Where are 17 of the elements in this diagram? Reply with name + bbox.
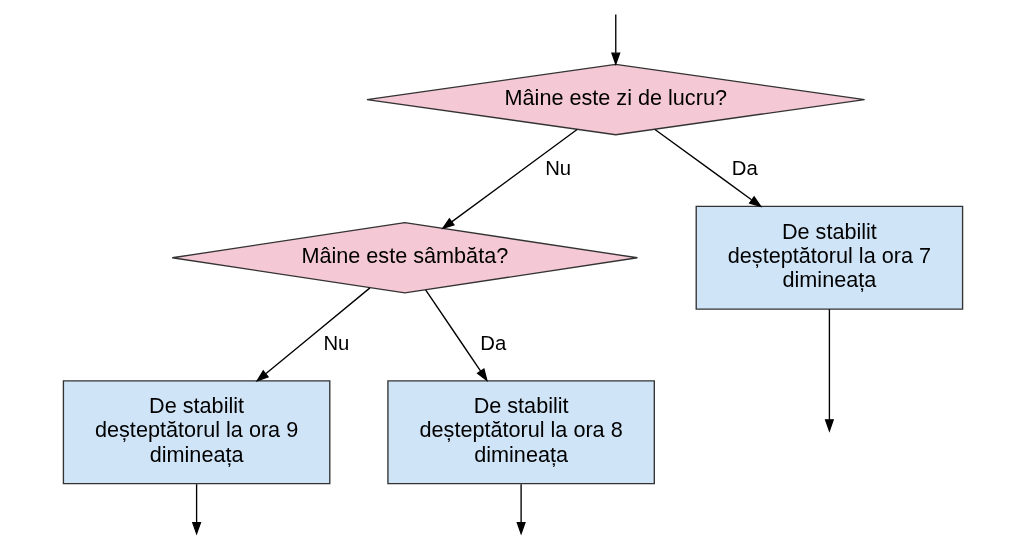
arrow — [610, 13, 620, 67]
arrow — [191, 483, 201, 536]
edge-label: Nu — [544, 157, 571, 180]
node-diamond: Mâine este zi de lucru? — [365, 63, 865, 136]
arrow — [824, 308, 834, 433]
arrow — [440, 128, 578, 230]
node-box: De stabilit deșteptătorul la ora 8 dimineața — [386, 380, 655, 485]
arrow — [424, 289, 488, 382]
edge-label: Da — [479, 331, 506, 354]
edge-label: Da — [731, 157, 758, 180]
node-box: De stabilit deșteptătorul la ora 9 dimineața — [62, 380, 330, 485]
arrow — [515, 483, 526, 536]
node-diamond: Mâine este sâmbăta? — [171, 221, 638, 294]
arrow — [255, 287, 371, 383]
arrow — [653, 128, 762, 208]
node-box: De stabilit deșteptătorul la ora 7 dimineața — [695, 205, 963, 310]
edge-label: Nu — [322, 331, 349, 354]
